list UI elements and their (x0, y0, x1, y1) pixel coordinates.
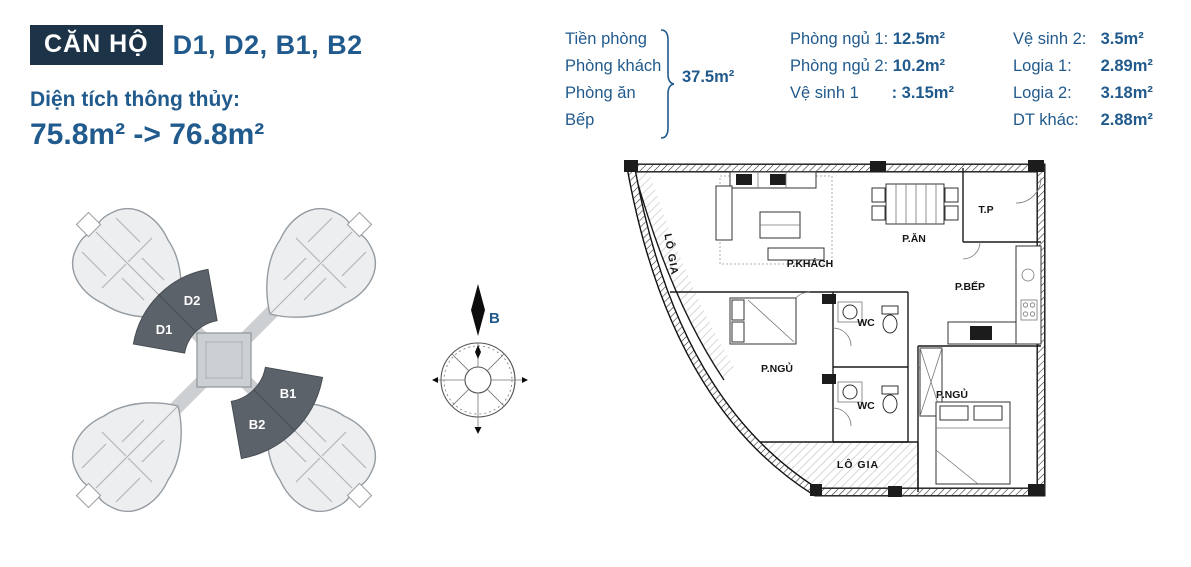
group-brace (660, 29, 675, 139)
area-row-bedroom2: Phòng ngủ 2: 10.2m² (790, 53, 954, 80)
room-name-bep: Bếp (565, 111, 595, 129)
unit-floor-plan: LÔ GIA P.KHÁCH P.ĂN T.P P.BẾP WC WC P.NG… (624, 160, 1046, 497)
compass-north-label: B (489, 310, 500, 327)
label-bedroom-left: P.NGỦ (761, 362, 793, 375)
dining-furniture (871, 183, 959, 225)
label-tp: T.P (978, 204, 993, 216)
unit-b2-wedge (230, 388, 296, 460)
area-row-label: Logia 1: (1013, 57, 1072, 75)
bedroom-left-furniture (729, 297, 797, 345)
unit-b1-label: B1 (280, 386, 297, 401)
kitchen-counters (947, 245, 1042, 345)
area-list-right: Vệ sinh 2: 3.5m² Logia 1: 2.89m² Logia 2… (1013, 26, 1153, 134)
tower-core-detail (205, 341, 243, 379)
net-area-label: Diện tích thông thủy: (30, 88, 240, 111)
page-title: CĂN HỘ D1, D2, B1, B2 (30, 25, 363, 65)
net-area-range: 75.8m² -> 76.8m² (30, 118, 265, 151)
label-dining: P.ĂN (902, 232, 926, 245)
area-row-value: 12.5m² (892, 30, 946, 48)
tower-petal (72, 208, 182, 318)
compass-outer-arrows (432, 377, 528, 434)
area-row-logia1: Logia 1: 2.89m² (1013, 53, 1153, 80)
column-blocks (624, 160, 1044, 497)
compass-inner-ring (464, 366, 492, 394)
area-row-bedroom1: Phòng ngủ 1: 12.5m² (790, 26, 954, 53)
compass-needle-small (475, 345, 481, 359)
area-list-middle: Phòng ngủ 1: 12.5m² Phòng ngủ 2: 10.2m² … (790, 26, 954, 107)
area-row-value: : 3.15m² (891, 84, 954, 102)
area-row-wc1: Vệ sinh 1 : 3.15m² (790, 80, 954, 107)
area-row-value: 2.89m² (1100, 57, 1153, 75)
area-row-value: 10.2m² (892, 57, 946, 75)
apartment-units-title: D1, D2, B1, B2 (172, 29, 363, 60)
area-row-logia2: Logia 2: 3.18m² (1013, 80, 1153, 107)
unit-d2-label: D2 (184, 293, 201, 308)
living-room-furniture (715, 171, 833, 265)
unit-d1-label: D1 (156, 322, 173, 337)
wc-fixtures (837, 301, 899, 414)
north-arrow-icon (471, 284, 485, 336)
area-row-label: DT khác: (1013, 111, 1079, 129)
label-logia-bottom: LÔ GIA (837, 458, 879, 471)
room-name-phong-an: Phòng ăn (565, 84, 636, 102)
area-row-value: 3.5m² (1100, 30, 1144, 48)
label-wc-bottom: WC (857, 400, 875, 412)
label-bedroom-right: P.NGỦ (936, 388, 968, 401)
apartment-title-badge: CĂN HỘ (30, 25, 163, 65)
room-name-tien-phong: Tiền phòng (565, 30, 647, 48)
area-row-dt-khac: DT khác: 2.88m² (1013, 107, 1153, 134)
tower-core (196, 332, 252, 388)
bedroom-right-furniture (919, 347, 1011, 485)
area-row-label: Vệ sinh 2: (1013, 30, 1087, 48)
area-row-label: Vệ sinh 1 (790, 84, 859, 102)
area-row-wc2: Vệ sinh 2: 3.5m² (1013, 26, 1153, 53)
unit-b2-label: B2 (249, 417, 266, 432)
label-wc-top: WC (857, 317, 875, 329)
area-row-label: Logia 2: (1013, 84, 1072, 102)
room-group-total: 37.5m² (682, 68, 735, 86)
area-row-label: Phòng ngủ 1: (790, 30, 889, 48)
compass-rose: B (432, 284, 528, 434)
room-labels: LÔ GIA P.KHÁCH P.ĂN T.P P.BẾP WC WC P.NG… (661, 204, 993, 471)
area-row-label: Phòng ngủ 2: (790, 57, 889, 75)
site-key-plan: D2 D1 B1 B2 (71, 207, 377, 513)
area-row-value: 2.88m² (1100, 111, 1153, 129)
unit-d1-wedge (132, 294, 197, 354)
room-group-list: Tiền phòng Phòng khách Phòng ăn Bếp (565, 26, 661, 134)
room-name-phong-khach: Phòng khách (565, 57, 662, 75)
area-row-value: 3.18m² (1100, 84, 1153, 102)
label-kitchen: P.BẾP (955, 280, 985, 293)
label-living: P.KHÁCH (787, 257, 833, 270)
